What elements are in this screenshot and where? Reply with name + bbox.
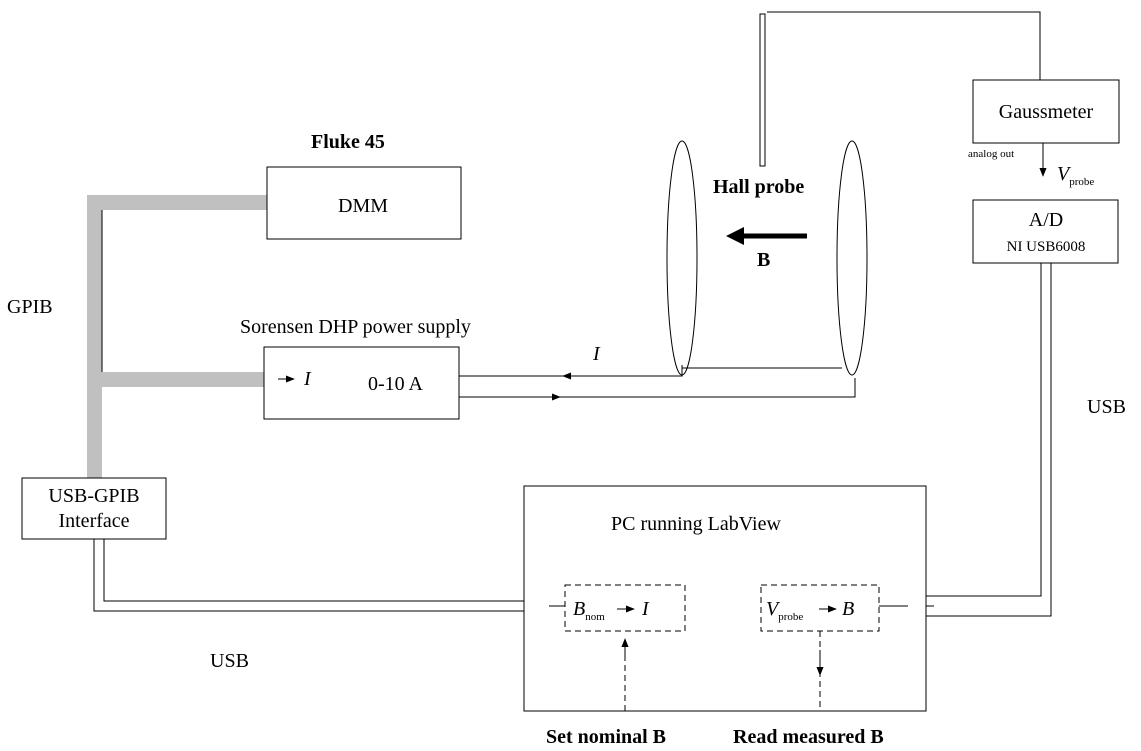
gpib-bus bbox=[87, 195, 267, 478]
field-arrow-icon bbox=[726, 227, 807, 245]
right-coil bbox=[836, 140, 868, 376]
svg-text:Vprobe: Vprobe bbox=[766, 598, 803, 623]
fluke-label: Fluke 45 bbox=[311, 131, 385, 153]
dmm-label: DMM bbox=[338, 195, 388, 217]
power-supply-title: Sorensen DHP power supply bbox=[240, 316, 471, 338]
current-leads bbox=[459, 365, 856, 401]
helmholtz-coils bbox=[666, 140, 868, 376]
usb-left-label: USB bbox=[210, 650, 249, 672]
hall-probe-label: Hall probe bbox=[713, 176, 804, 198]
ad-model: NI USB6008 bbox=[1007, 239, 1086, 255]
gaussmeter-label: Gaussmeter bbox=[999, 101, 1094, 123]
ad-box: A/D NI USB6008 bbox=[972, 199, 1119, 264]
vprobe-sub: probe bbox=[1069, 176, 1094, 188]
hall-probe bbox=[759, 11, 1041, 167]
usb-gpib-line2: Interface bbox=[58, 510, 129, 532]
pc-title: PC running LabView bbox=[611, 513, 781, 535]
vprobe-box-target: B bbox=[842, 598, 854, 620]
current-label: I bbox=[592, 343, 601, 365]
usb-cable-right bbox=[907, 263, 1052, 617]
gaussmeter-box: Gaussmeter bbox=[972, 79, 1120, 144]
bnom-target: I bbox=[641, 598, 650, 620]
svg-text:Vprobe: Vprobe bbox=[1057, 163, 1094, 188]
svg-text:Bnom: Bnom bbox=[573, 598, 605, 623]
ad-title: A/D bbox=[1029, 209, 1063, 231]
usb-cable-left bbox=[93, 539, 549, 612]
usb-gpib-interface-box: USB-GPIB Interface bbox=[21, 477, 167, 540]
bnom-main: B bbox=[573, 598, 585, 620]
power-supply-current: I bbox=[303, 368, 312, 390]
usb-gpib-line1: USB-GPIB bbox=[48, 485, 139, 507]
gpib-label: GPIB bbox=[7, 296, 53, 318]
vprobe-main: V bbox=[1057, 163, 1072, 185]
read-measured-label[interactable]: Read measured B bbox=[733, 726, 884, 748]
set-nominal-label[interactable]: Set nominal B bbox=[546, 726, 666, 748]
dmm-box: DMM bbox=[266, 166, 462, 240]
vprobe-box-sub: probe bbox=[778, 611, 803, 623]
field-label: B bbox=[757, 249, 770, 271]
pc-box: PC running LabView Bnom I Vprobe B bbox=[523, 485, 927, 712]
analog-out-label: analog out bbox=[968, 148, 1014, 160]
power-supply-box: I 0-10 A bbox=[263, 346, 460, 420]
bnom-sub: nom bbox=[585, 611, 605, 623]
power-supply-range: 0-10 A bbox=[368, 373, 424, 395]
vprobe-box-main: V bbox=[766, 598, 781, 620]
left-coil bbox=[666, 140, 698, 376]
bnom-block bbox=[564, 584, 686, 632]
usb-right-label: USB bbox=[1087, 396, 1126, 418]
